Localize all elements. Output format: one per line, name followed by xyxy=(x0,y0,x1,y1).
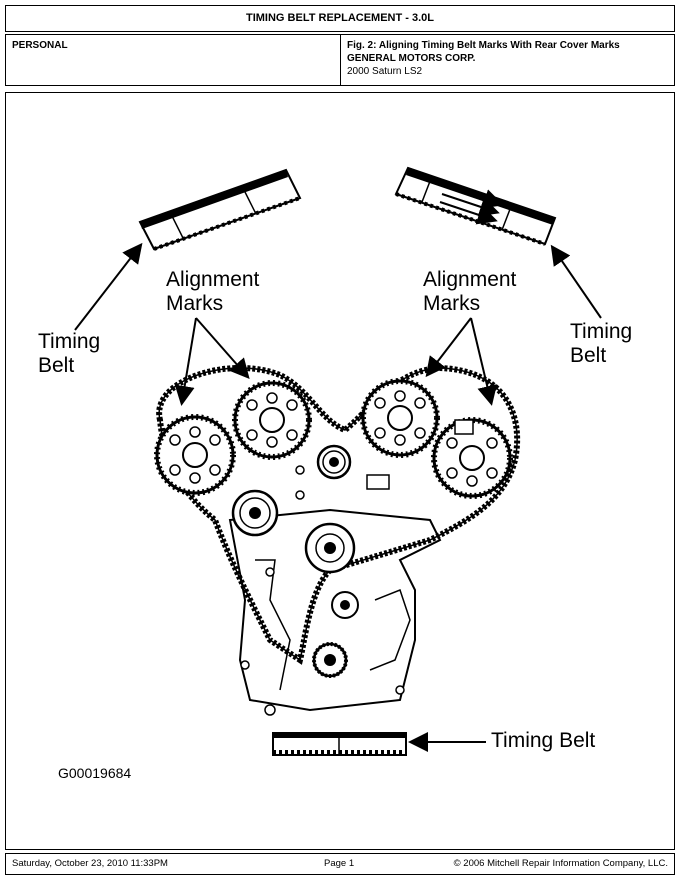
cam-gear-left-outer xyxy=(154,414,236,496)
belt-segment-bottom xyxy=(272,732,407,756)
idler-pulley-center xyxy=(316,444,352,480)
belt-label-left-line1: Timing xyxy=(38,330,101,353)
page-title: TIMING BELT REPLACEMENT - 3.0L xyxy=(5,5,675,32)
figure-id: G00019684 xyxy=(58,765,132,781)
footer-page: Page 1 xyxy=(324,858,355,869)
alignment-marks-label-left: Alignment Marks xyxy=(166,268,259,316)
tensioner-pulley xyxy=(231,489,279,537)
timing-belt-label-left: Timing Belt xyxy=(38,330,100,378)
page-footer: Saturday, October 23, 2010 11:33PM Page … xyxy=(5,853,675,875)
cam-gear-right-outer xyxy=(431,417,513,499)
belt-segment-top-right xyxy=(394,166,557,246)
belt-segment-top-left xyxy=(138,168,302,251)
info-bar: PERSONAL Fig. 2: Aligning Timing Belt Ma… xyxy=(5,34,675,86)
water-pump-pulley xyxy=(304,522,356,574)
cam-gear-right-inner xyxy=(360,378,440,458)
vehicle: 2000 Saturn LS2 xyxy=(347,66,423,77)
alignment-label-left-line1: Alignment xyxy=(166,268,260,291)
alignment-marks-label-right: Alignment Marks xyxy=(423,268,516,316)
cam-gear-left-inner xyxy=(232,380,312,460)
alignment-label-left-line2: Marks xyxy=(166,292,224,315)
belt-label-right-line2: Belt xyxy=(570,344,607,367)
alignment-label-right-line2: Marks xyxy=(423,292,481,315)
timing-belt-label-right: Timing Belt xyxy=(570,320,632,368)
idler-pulley-lower xyxy=(331,591,359,619)
figure-panel xyxy=(5,92,675,850)
figure-info: Fig. 2: Aligning Timing Belt Marks With … xyxy=(341,35,674,93)
belt-label-left-line2: Belt xyxy=(38,354,75,377)
engine-assembly xyxy=(154,364,521,716)
footer-copyright: © 2006 Mitchell Repair Information Compa… xyxy=(453,858,668,869)
crankshaft-sprocket xyxy=(312,642,348,678)
figure-caption: Fig. 2: Aligning Timing Belt Marks With … xyxy=(347,40,620,51)
timing-belt-label-bottom: Timing Belt xyxy=(491,729,596,752)
personal-label: PERSONAL xyxy=(6,35,341,85)
belt-label-right-line1: Timing xyxy=(570,320,633,343)
alignment-label-right-line1: Alignment xyxy=(423,268,517,291)
footer-date: Saturday, October 23, 2010 11:33PM xyxy=(12,858,168,869)
manufacturer: GENERAL MOTORS CORP. xyxy=(347,53,476,64)
